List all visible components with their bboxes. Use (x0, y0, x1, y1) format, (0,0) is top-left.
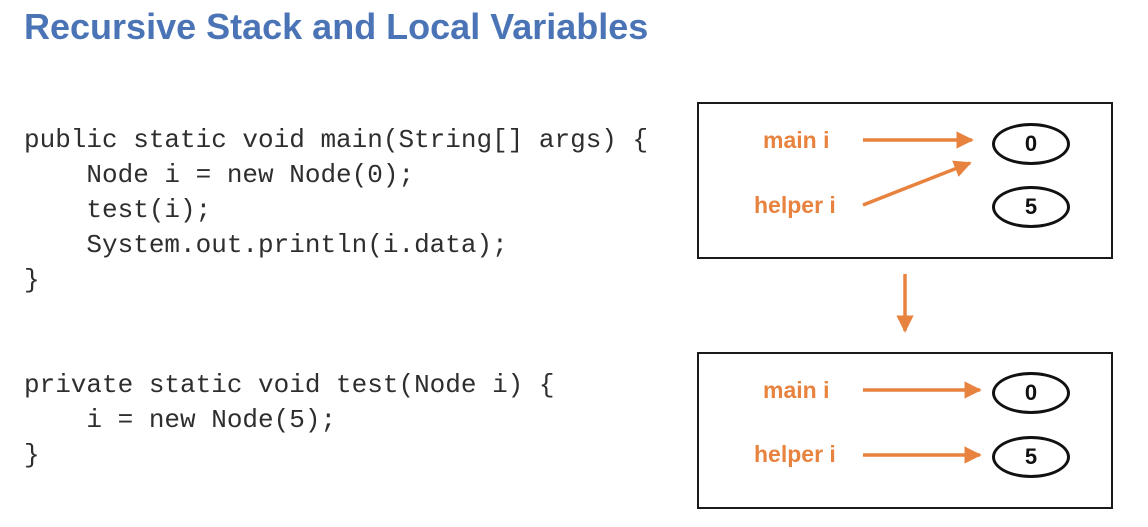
code-line: Node i = new Node(0); (24, 160, 415, 190)
slide-title: Recursive Stack and Local Variables (24, 6, 649, 47)
label-main-i-before: main i (763, 127, 830, 153)
code-line: public static void main(String[] args) { (24, 125, 649, 155)
label-helper-i-after: helper i (754, 441, 836, 467)
code-test-method: private static void test(Node i) { i = n… (24, 368, 555, 473)
node-0-before: 0 (992, 123, 1070, 165)
node-5-after: 5 (992, 436, 1070, 478)
label-main-i-after: main i (763, 377, 830, 403)
label-helper-i-before: helper i (754, 192, 836, 218)
code-main-method: public static void main(String[] args) {… (24, 123, 648, 298)
code-line: test(i); (24, 195, 212, 225)
node-5-before: 5 (992, 186, 1070, 228)
code-line: } (24, 440, 40, 470)
node-0-after: 0 (992, 372, 1070, 414)
code-line: private static void test(Node i) { (24, 370, 555, 400)
code-line: i = new Node(5); (24, 405, 337, 435)
code-line: } (24, 265, 40, 295)
code-line: System.out.println(i.data); (24, 230, 508, 260)
